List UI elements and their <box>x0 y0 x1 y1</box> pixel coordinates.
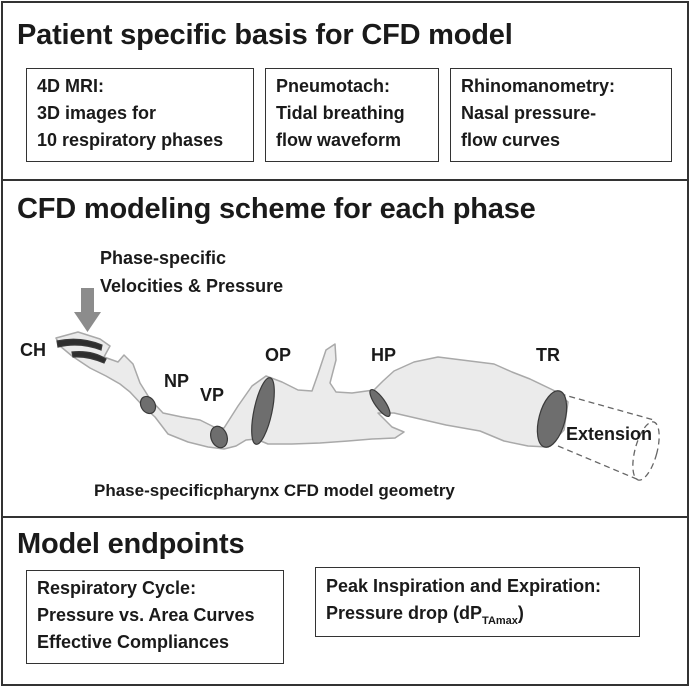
mri-box-line: 4D MRI: <box>37 76 104 96</box>
respiratory-cycle-line: Effective Compliances <box>37 632 230 652</box>
geometry-caption: Phase-specificpharynx CFD model geometry <box>94 481 455 500</box>
extension-outline <box>549 390 660 481</box>
panel-title-patient-basis: Patient specific basis for CFD model <box>17 19 513 51</box>
mri-box-line: 10 respiratory phases <box>37 130 224 150</box>
cross-section-rings <box>56 338 568 449</box>
pharynx-airway-model <box>55 331 569 450</box>
pressure-drop-subscript: TAmax <box>482 615 518 627</box>
peak-pressure-box: Peak Inspiration and Expiration: Pressur… <box>315 567 640 637</box>
peak-pressure-line: Peak Inspiration and Expiration: <box>326 576 602 596</box>
pressure-drop-line: Pressure drop (dPTAmax) <box>326 600 629 635</box>
region-label-vp: VP <box>200 385 225 405</box>
mri-box: 4D MRI: 3D images for 10 respiratory pha… <box>26 68 254 162</box>
region-label-np: NP <box>164 371 190 391</box>
cfd-modeling-panel: CFD modeling scheme for each phase <box>1 179 689 518</box>
pressure-drop-close: ) <box>517 603 524 623</box>
panel-title-model-endpoints: Model endpoints <box>17 528 245 560</box>
rhinomanometry-box: Rhinomanometry: Nasal pressure- flow cur… <box>450 68 672 162</box>
region-label-tr: TR <box>536 345 560 365</box>
respiratory-cycle-line: Respiratory Cycle: <box>37 578 197 598</box>
pressure-drop-text: Pressure drop (dP <box>326 603 483 623</box>
inlet-arrow-icon <box>74 288 101 332</box>
rhinomanometry-box-line: Rhinomanometry: <box>461 76 616 96</box>
pneumotach-box-line: Pneumotach: <box>276 76 391 96</box>
respiratory-cycle-line: Pressure vs. Area Curves <box>37 605 255 625</box>
region-label-hp: HP <box>371 345 397 365</box>
inlet-boundary-label: Phase-specific Velocities & Pressure <box>100 244 283 300</box>
rhinomanometry-box-line: Nasal pressure- <box>461 103 597 123</box>
extension-label: Extension <box>566 424 653 444</box>
region-label-op: OP <box>265 345 292 365</box>
respiratory-cycle-box: Respiratory Cycle: Pressure vs. Area Cur… <box>26 570 284 664</box>
pneumotach-box: Pneumotach: Tidal breathing flow wavefor… <box>265 68 439 162</box>
mri-box-line: 3D images for <box>37 103 157 123</box>
region-label-ch: CH <box>20 340 46 360</box>
pneumotach-box-line: flow waveform <box>276 130 402 150</box>
inlet-label-line: Velocities & Pressure <box>100 276 284 296</box>
rhinomanometry-box-line: flow curves <box>461 130 561 150</box>
pneumotach-box-line: Tidal breathing <box>276 103 405 123</box>
panel-title-cfd-modeling: CFD modeling scheme for each phase <box>17 193 536 225</box>
inlet-label-line: Phase-specific <box>100 248 227 268</box>
